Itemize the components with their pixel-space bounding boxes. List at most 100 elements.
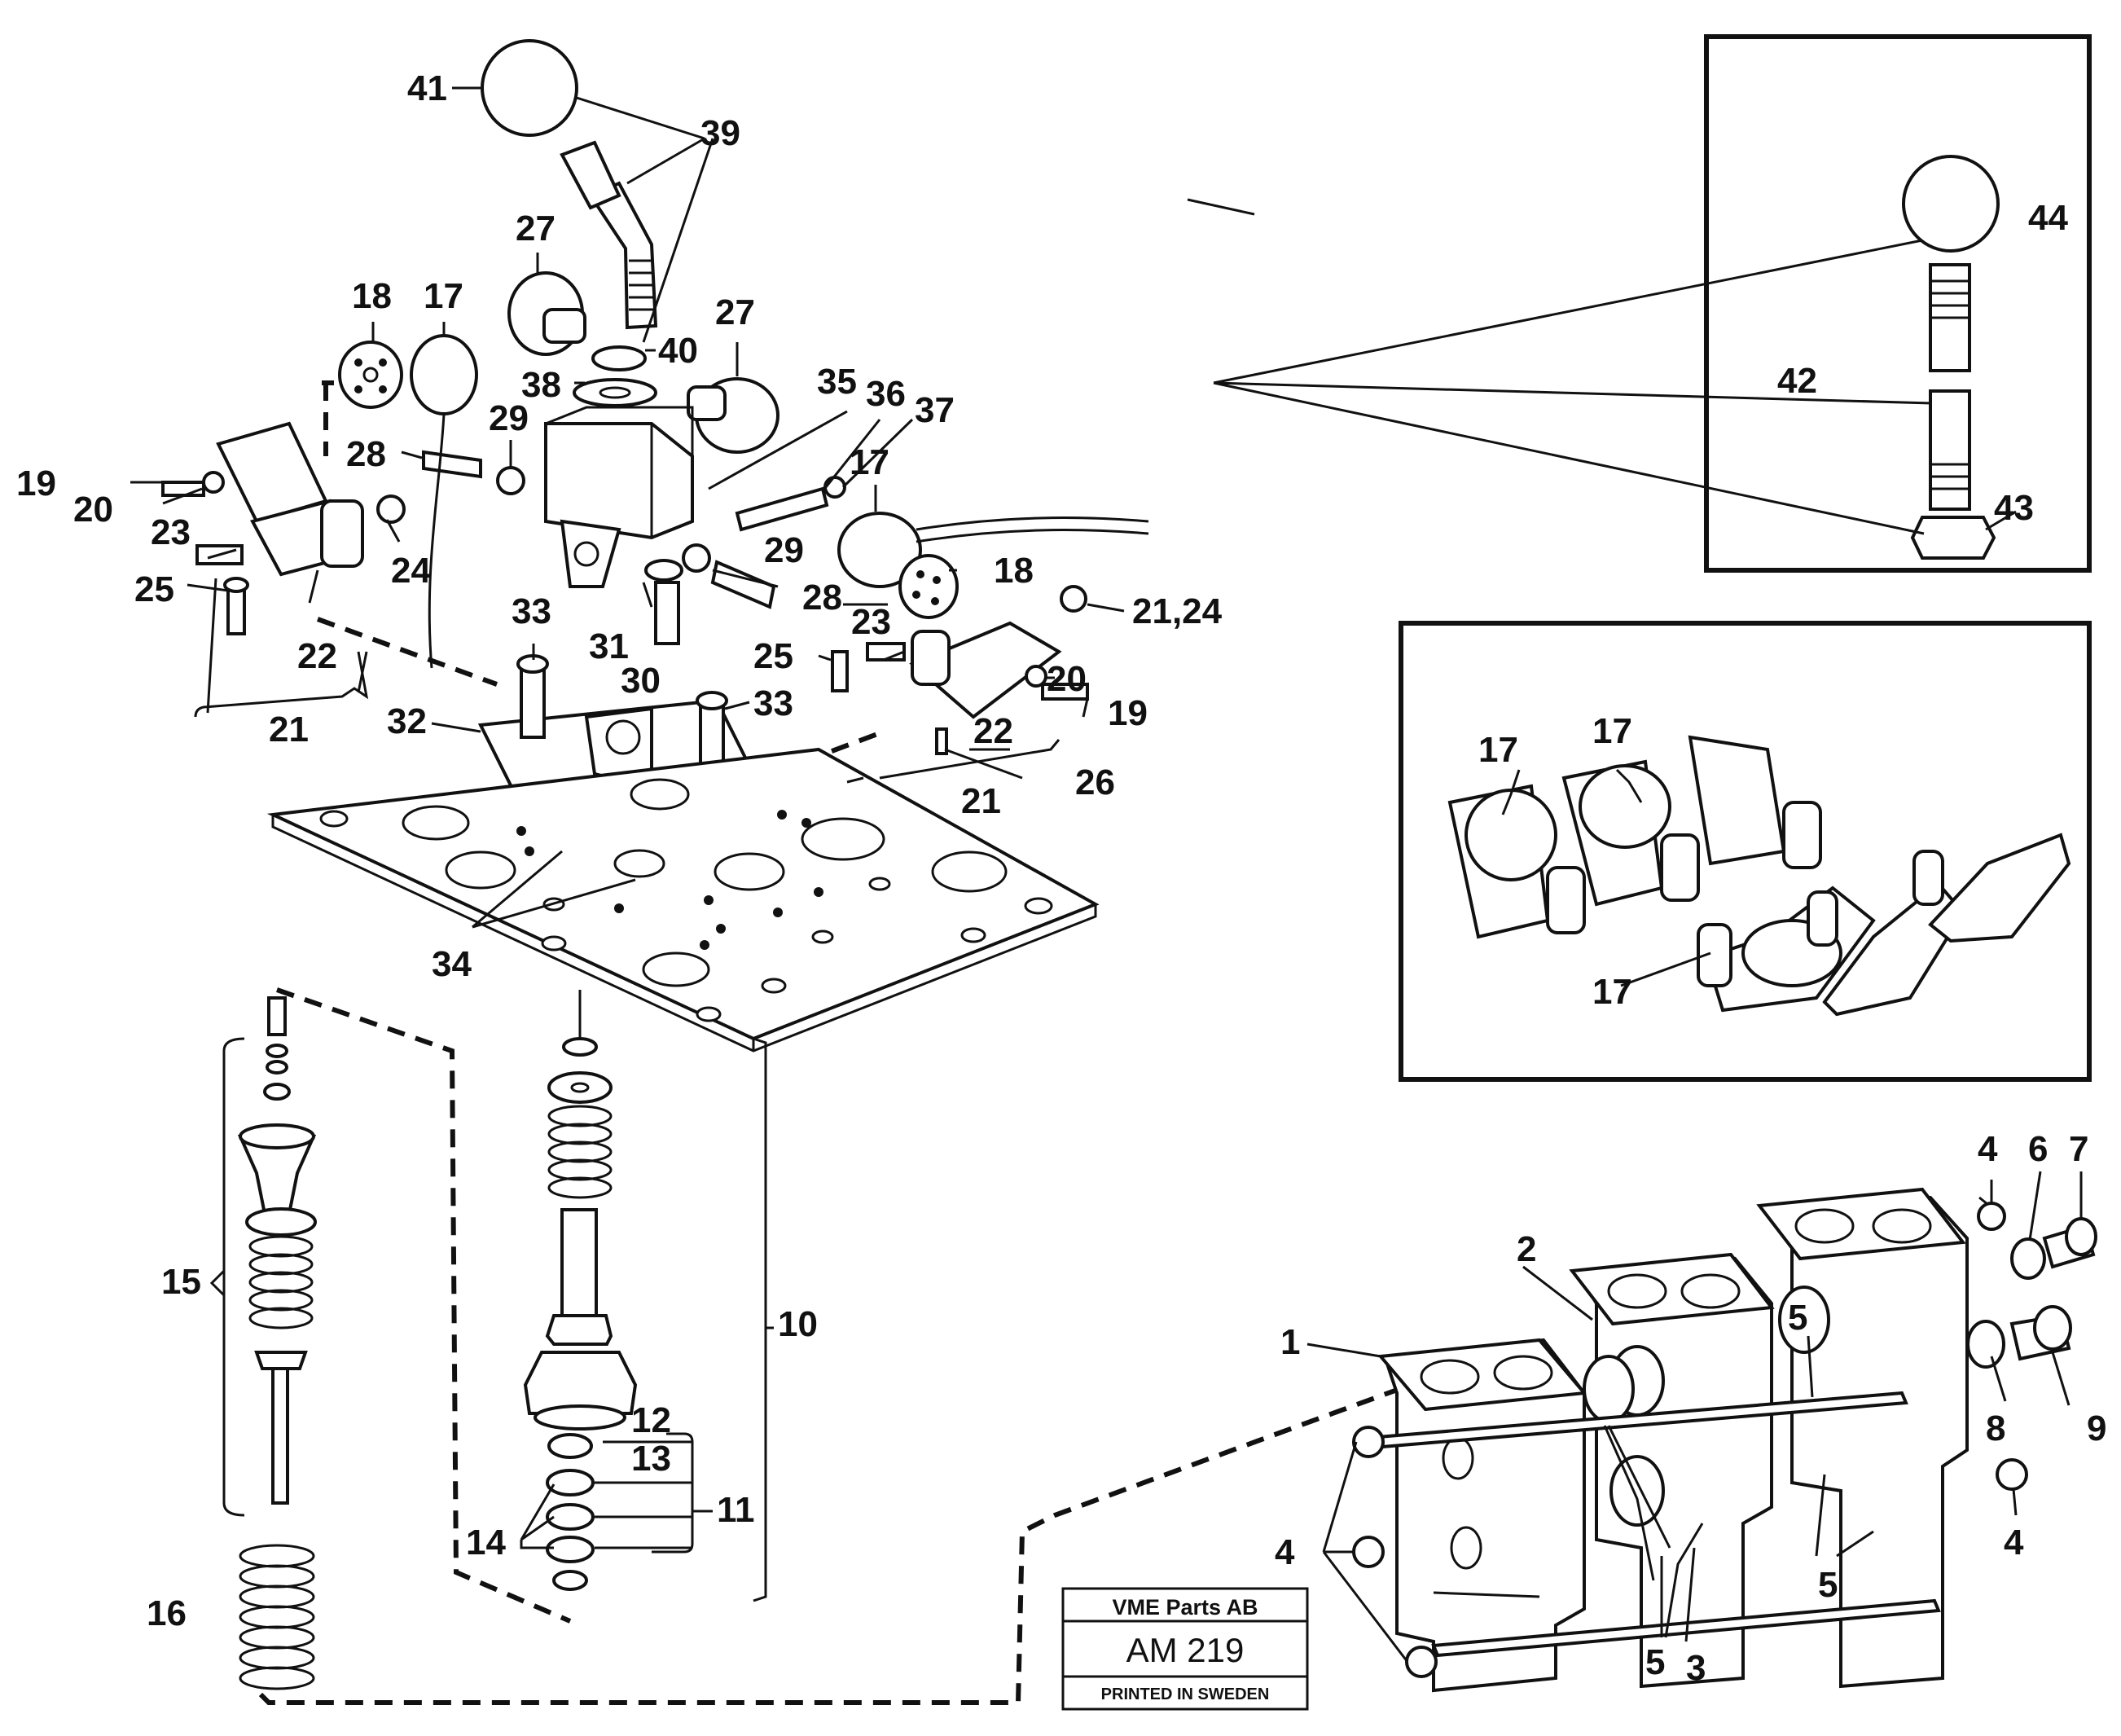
pin-28-left [422, 450, 482, 479]
callout-34: 34 [432, 944, 472, 984]
callout-27-left: 27 [516, 209, 556, 248]
callout-9: 9 [2087, 1409, 2106, 1448]
nut-4b [1352, 1536, 1385, 1568]
callout-29-left: 29 [489, 398, 529, 438]
clip-37 [823, 476, 846, 499]
callout-18-left: 18 [352, 276, 392, 316]
knob-44 [1902, 155, 2000, 253]
callout-labels: 41 39 27 27 18 17 40 38 35 36 37 17 19 2… [16, 68, 2106, 1688]
rod-42-lower [1929, 389, 1971, 511]
cushion-17-right [837, 512, 922, 588]
valve-body-lower [523, 1351, 638, 1415]
bolt-33-left [520, 662, 546, 739]
callout-25-left: 25 [134, 569, 174, 609]
inset-bracket-variants [1399, 621, 2092, 1082]
nut-4d [1996, 1458, 2028, 1491]
nut-29-left [496, 466, 525, 495]
lever-sleeve [560, 140, 621, 210]
washer-20-right [1025, 665, 1047, 688]
callout-5-bottom: 5 [1645, 1642, 1665, 1682]
nut-40 [591, 345, 647, 371]
spring-upper [547, 1105, 613, 1199]
bracket-variant-6 [1928, 833, 2071, 943]
callout-6: 6 [2028, 1129, 2048, 1169]
callout-21-24: 21,24 [1132, 591, 1223, 631]
callout-13: 13 [631, 1439, 671, 1479]
group-brackets [194, 578, 1060, 1554]
screw-25-right [831, 650, 849, 692]
callout-4-left: 4 [1275, 1532, 1295, 1572]
base-plate-10 [266, 747, 1100, 1602]
callout-33-right: 33 [753, 683, 793, 723]
callout-35: 35 [817, 362, 857, 402]
callout-17-left: 17 [424, 276, 463, 316]
control-valve-bank [1352, 1187, 2097, 1693]
screw-19-left [161, 481, 205, 497]
leader-lines [130, 86, 2083, 1663]
spring-16 [239, 1544, 315, 1690]
bracket-variant-3 [1688, 735, 1786, 866]
callout-17-inset-b: 17 [1592, 711, 1632, 751]
bolt-30 [654, 581, 680, 645]
callout-18-right: 18 [994, 551, 1034, 591]
callout-20-right: 20 [1047, 659, 1087, 699]
callout-26: 26 [1075, 763, 1115, 802]
base-plate-holes [319, 778, 1053, 1022]
callout-22-right: 22 [973, 711, 1013, 751]
washer-13 [547, 1433, 593, 1459]
callout-21-left: 21 [269, 710, 309, 749]
spring-15 [248, 1235, 314, 1329]
callout-3: 3 [1686, 1648, 1706, 1688]
spool [560, 1208, 598, 1317]
callout-30: 30 [621, 661, 661, 701]
callout-28-right: 28 [802, 578, 842, 617]
inset-frame-1 [1704, 34, 2092, 573]
callout-40: 40 [658, 331, 698, 371]
stamp-code: AM 219 [1126, 1631, 1245, 1669]
callout-22-left: 22 [297, 636, 337, 676]
callout-20-left: 20 [73, 490, 113, 530]
plunger [271, 1367, 289, 1505]
valve-spool-assembly [523, 990, 638, 1591]
inset-lever-detail [1704, 34, 2092, 573]
callout-15: 15 [161, 1262, 201, 1302]
knob-41 [481, 39, 578, 137]
callout-21-right: 21 [961, 781, 1001, 821]
callout-29-right: 29 [764, 530, 804, 570]
callout-17-inset-a: 17 [1478, 730, 1518, 770]
stamp-printed: PRINTED IN SWEDEN [1101, 1685, 1270, 1703]
callout-43: 43 [1994, 488, 2034, 528]
callout-8: 8 [1986, 1409, 2005, 1448]
oring-5b [1583, 1355, 1635, 1423]
nut-21-24 [1060, 585, 1087, 613]
callout-5-top: 5 [1788, 1298, 1807, 1338]
callout-2: 2 [1517, 1229, 1536, 1269]
callout-17-right: 17 [850, 442, 889, 482]
seal-6 [2010, 1237, 2046, 1280]
callout-14: 14 [466, 1523, 506, 1562]
callout-27-right: 27 [715, 292, 755, 332]
callout-23-left: 23 [151, 512, 191, 552]
callout-19-left: 19 [16, 464, 56, 503]
nut-4a [1352, 1426, 1385, 1458]
callout-12: 12 [631, 1400, 671, 1440]
washer-31 [644, 559, 683, 582]
callout-24: 24 [391, 551, 431, 591]
callout-16: 16 [147, 1593, 187, 1633]
stamp-company: VME Parts AB [1112, 1595, 1258, 1620]
callout-37: 37 [915, 390, 955, 430]
title-stamp: VME Parts AB AM 219 PRINTED IN SWEDEN [1061, 1587, 1309, 1711]
callout-25-right: 25 [753, 636, 793, 676]
callout-42: 42 [1777, 361, 1817, 401]
screw-19-right [1041, 683, 1089, 701]
callout-23-right: 23 [851, 602, 891, 642]
callout-44: 44 [2028, 198, 2068, 238]
callout-38: 38 [521, 365, 561, 405]
callout-11: 11 [717, 1490, 755, 1530]
nut-29-right [682, 543, 711, 573]
callout-33-left: 33 [512, 591, 551, 631]
callout-36: 36 [866, 374, 906, 414]
callout-5-right: 5 [1818, 1565, 1838, 1605]
